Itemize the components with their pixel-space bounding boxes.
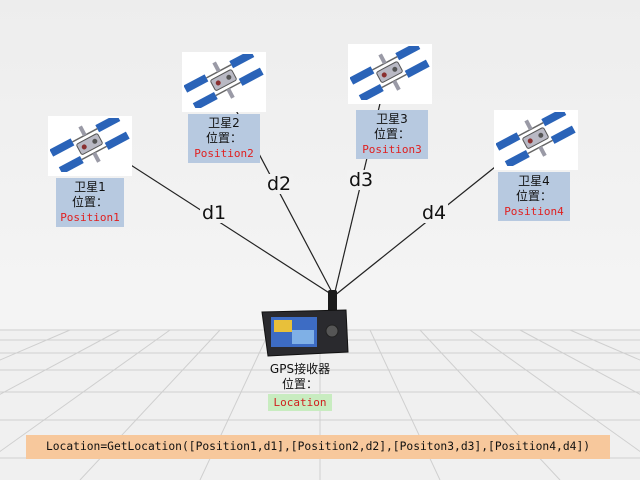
- gps-receiver-device: [261, 290, 349, 357]
- satellite-1-position-label: 位置：: [71, 195, 108, 209]
- satellite-3-image: [348, 44, 432, 104]
- distance-d2-label: d2: [265, 173, 294, 195]
- satellite-2-position-label: 位置：: [205, 131, 242, 145]
- distance-d4-label: d4: [420, 202, 449, 224]
- satellite-3-position-label: 位置：: [373, 127, 410, 141]
- satellite-4-position-label: 位置：: [515, 189, 552, 203]
- distance-lines: [91, 69, 536, 297]
- satellite-1-title: 卫星1: [74, 180, 106, 194]
- satellite-3-title: 卫星3: [376, 112, 408, 126]
- distance-d3-label: d3: [347, 169, 376, 191]
- receiver-position-label: 位置：: [281, 377, 318, 391]
- satellite-1-label: 卫星1 位置： Position1: [56, 178, 124, 227]
- receiver-title: GPS接收器: [269, 362, 331, 376]
- satellite-2-title: 卫星2: [208, 116, 240, 130]
- location-formula: Location=GetLocation([Position1,d1],[Pos…: [26, 435, 610, 459]
- satellite-1-position: Position1: [60, 211, 120, 224]
- satellite-1-image: [48, 116, 132, 176]
- satellite-4-title: 卫星4: [518, 174, 550, 188]
- satellite-4-label: 卫星4 位置： Position4: [498, 172, 570, 221]
- satellite-4-image: [494, 110, 578, 170]
- satellite-2-image: [182, 52, 266, 112]
- satellite-2-position: Position2: [194, 147, 254, 160]
- satellite-3-label: 卫星3 位置： Position3: [356, 110, 428, 159]
- receiver-location: Location: [268, 394, 332, 411]
- distance-d1-label: d1: [200, 202, 229, 224]
- satellite-3-position: Position3: [362, 143, 422, 156]
- receiver-label: GPS接收器 位置： Location: [268, 362, 332, 411]
- satellite-2-label: 卫星2 位置： Position2: [188, 114, 260, 163]
- satellite-4-position: Position4: [504, 205, 564, 218]
